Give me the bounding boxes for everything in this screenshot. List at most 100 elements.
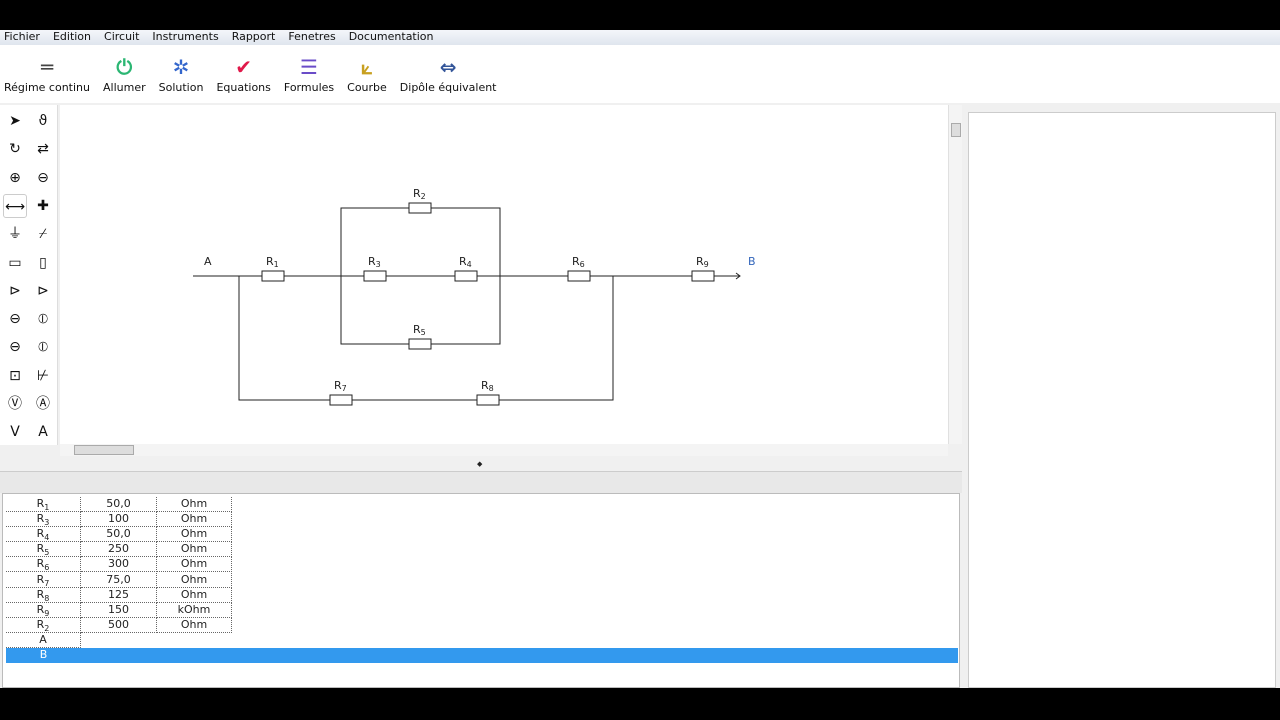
ammeter-icon[interactable]: Ⓐ (36, 396, 50, 412)
zoom-in-icon[interactable]: ⊕ (9, 169, 21, 186)
resistor-r8[interactable] (476, 394, 500, 406)
menu-documentation[interactable]: Documentation (348, 30, 434, 43)
resistor-r4[interactable] (454, 270, 478, 282)
value-cell[interactable]: 50,0 (81, 527, 157, 543)
name-cell[interactable]: R9 (6, 602, 81, 618)
hscroll-thumb[interactable] (74, 445, 134, 455)
ground-icon[interactable]: ⏚ (8, 226, 22, 243)
menu-circuit[interactable]: Circuit (104, 30, 140, 43)
voltage-source-icon[interactable]: ⊖ (9, 311, 21, 328)
name-cell[interactable]: R4 (6, 527, 81, 542)
name-cell[interactable]: R5 (6, 542, 81, 557)
voltage-probe-icon[interactable]: V (10, 424, 20, 441)
menu-fichier[interactable]: Fichier (4, 30, 40, 43)
name-cell[interactable]: R1 (6, 497, 81, 512)
resistor-r5[interactable] (408, 338, 432, 350)
current-source-icon[interactable]: ⊖ (9, 339, 21, 356)
toolbar-button-dipole[interactable]: ⇔Dipôle équivalent (400, 45, 497, 103)
value-cell[interactable]: 50,0 (81, 497, 157, 512)
curve-icon: ⟀ (360, 55, 373, 79)
resistor-r9[interactable] (691, 270, 715, 282)
table-row[interactable]: A (6, 632, 81, 648)
node-icon[interactable]: ✚ (37, 197, 49, 214)
current-source-v-icon[interactable]: ⦶ (37, 339, 49, 356)
value-cell[interactable]: 300 (81, 557, 157, 573)
name-cell[interactable]: B (39, 648, 48, 661)
resistor-r7[interactable] (329, 394, 353, 406)
value-cell[interactable]: 125 (81, 587, 157, 603)
panel-splitter[interactable]: ◆ (0, 457, 962, 471)
voltmeter-icon[interactable]: Ⓥ (8, 396, 22, 412)
flip-icon[interactable]: ⇄ (37, 141, 49, 158)
component-palette: ➤ ϑ ↻ ⇄ ⊕ ⊖ ⟷ ✚ ⏚ ⌿ ▭ ▯ ⊳ ⊳ ⊖ ⦶ ⊖ ⦶ ⊡ ⊬ Ⓥ Ⓐ V A (0, 105, 58, 445)
value-cell[interactable]: 500 (81, 617, 157, 633)
canvas-vertical-scrollbar[interactable] (948, 105, 962, 444)
unit-cell[interactable]: Ohm (157, 527, 232, 543)
wire-icon[interactable]: ⟷ (3, 193, 27, 218)
unit-cell[interactable]: Ohm (157, 497, 232, 512)
name-cell[interactable]: R2 (6, 617, 81, 633)
name-cell[interactable]: R8 (6, 587, 81, 603)
resistor-r1[interactable] (261, 270, 285, 282)
unit-cell[interactable]: Ohm (157, 557, 232, 573)
switch-icon[interactable]: ⌿ (38, 226, 48, 243)
unit-cell[interactable]: Ohm (157, 542, 232, 558)
menu-instruments[interactable]: Instruments (152, 30, 219, 43)
toolbar-button-power[interactable]: ⏻Allumer (103, 45, 146, 103)
menu-rapport[interactable]: Rapport (231, 30, 276, 43)
value-cell[interactable]: 75,0 (81, 572, 157, 588)
resistor-r3[interactable] (363, 270, 387, 282)
transistor-icon[interactable]: ⊬ (36, 367, 50, 384)
zoom-out-icon[interactable]: ⊖ (37, 169, 49, 186)
toolbar-button-solution[interactable]: ✲Solution (159, 45, 204, 103)
unit-cell[interactable]: Ohm (157, 587, 232, 603)
resistor-h-icon[interactable]: ▭ (8, 254, 22, 271)
label-r3: R3 (368, 255, 381, 269)
current-probe-icon[interactable]: A (38, 424, 48, 441)
value-cell[interactable]: 250 (81, 542, 157, 558)
resistor-r6[interactable] (567, 270, 591, 282)
rotate-icon[interactable]: ↻ (9, 141, 21, 158)
unit-cell[interactable]: Ohm (157, 572, 232, 588)
vscroll-thumb[interactable] (951, 123, 961, 137)
toolbar-button-formulas[interactable]: ☰Formules (284, 45, 334, 103)
resistor-r2[interactable] (408, 202, 432, 214)
label-r4: R4 (459, 255, 472, 269)
name-cell[interactable]: R7 (6, 572, 81, 588)
wire-bend-icon[interactable]: ϑ (38, 113, 48, 129)
toolbar-button-dc-mode[interactable]: ═Régime continu (4, 45, 90, 103)
name-cell[interactable]: R3 (6, 512, 81, 527)
checkmark-icon: ✔ (235, 55, 253, 79)
unit-cell[interactable]: Ohm (157, 512, 232, 528)
name-cell[interactable]: A (6, 632, 81, 648)
toolbar-button-checkmark[interactable]: ✔Equations (216, 45, 270, 103)
menu-fenetres[interactable]: Fenetres (288, 30, 336, 43)
label-r5: R5 (413, 323, 426, 337)
table-row[interactable]: B (6, 648, 958, 663)
diode-icon[interactable]: ⊳ (9, 282, 21, 299)
unit-cell[interactable]: Ohm (157, 617, 232, 633)
circuit-wires (193, 207, 741, 401)
value-cell[interactable]: 150 (81, 602, 157, 618)
block-icon[interactable]: ⊡ (9, 367, 21, 384)
canvas-horizontal-scrollbar[interactable] (60, 444, 948, 456)
value-cell[interactable]: 100 (81, 512, 157, 528)
resistor-v-icon[interactable]: ▯ (39, 254, 47, 271)
led-icon[interactable]: ⊳ (37, 282, 49, 299)
voltage-source-v-icon[interactable]: ⦶ (37, 311, 49, 328)
name-cell[interactable]: R6 (6, 557, 81, 573)
unit-cell[interactable]: kOhm (157, 602, 232, 618)
menu-edition[interactable]: Edition (52, 30, 92, 43)
select-arrow-icon[interactable]: ➤ (9, 113, 21, 129)
toolbar-button-curve[interactable]: ⟀Courbe (347, 45, 387, 103)
